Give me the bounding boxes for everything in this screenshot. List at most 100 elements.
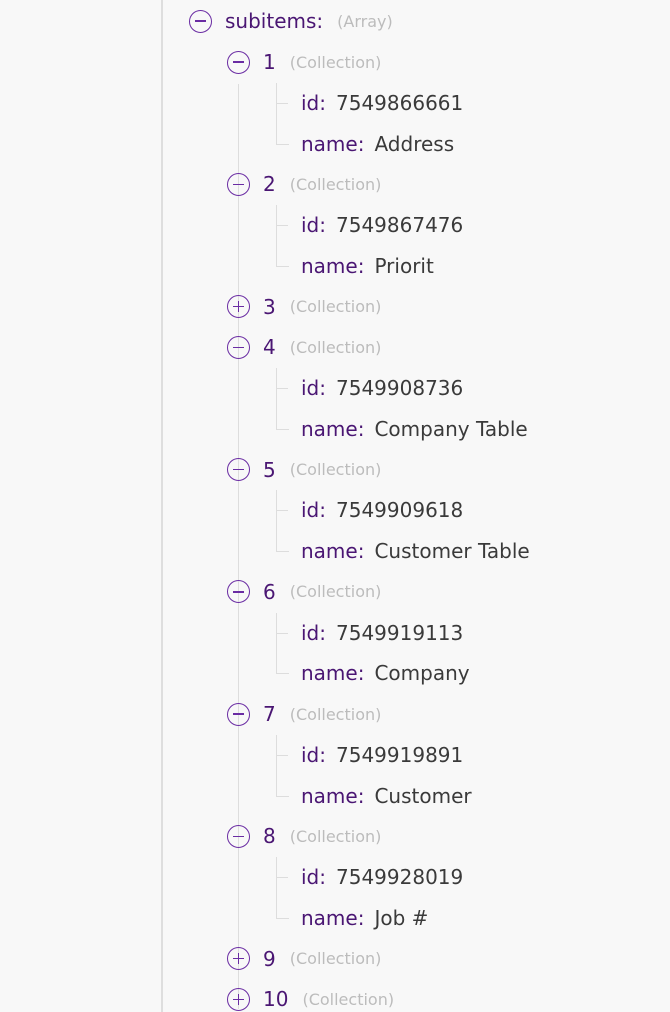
leaf-value-id: 7549919891 [336, 742, 464, 767]
tree-node-item-9[interactable]: 9 (Collection) [227, 945, 381, 973]
leaf-value-name: Company [374, 661, 470, 686]
leaf-key-name: name: [301, 661, 365, 686]
leaf-row-id: id: 7549867476 [301, 211, 463, 239]
collapse-icon[interactable] [227, 824, 250, 848]
node-index: 3 [263, 294, 276, 319]
leaf-key-id: id: [301, 865, 326, 889]
node-index: 4 [263, 335, 276, 360]
leaf-value-name: Address [374, 131, 455, 156]
node-index: 1 [263, 50, 276, 74]
leaf-key-name: name: [301, 253, 365, 278]
expand-icon[interactable] [227, 987, 250, 1011]
leaf-row-name: name: Customer Table [301, 537, 530, 565]
tree-guide-tick [276, 102, 288, 104]
leaf-key-name: name: [301, 131, 365, 156]
tree-node-item-3[interactable]: 3 (Collection) [227, 293, 381, 321]
leaf-value-name: Customer Table [374, 539, 530, 563]
leaf-key-name: name: [301, 783, 365, 808]
leaf-value-name: Job # [374, 905, 429, 930]
node-type-hint: (Collection) [289, 826, 382, 846]
node-type-hint: (Array) [337, 11, 393, 31]
collapse-icon[interactable] [227, 50, 250, 74]
node-key: subitems: [225, 9, 324, 33]
leaf-value-id: 7549866661 [336, 90, 464, 115]
tree-guide-elbow [276, 734, 289, 797]
collapse-icon[interactable] [227, 458, 250, 481]
tree-node-item-2[interactable]: 2 (Collection) [227, 170, 381, 198]
leaf-row-name: name: Company [301, 659, 470, 687]
node-index: 10 [263, 987, 289, 1012]
node-index: 8 [263, 824, 276, 849]
node-type-hint: (Collection) [289, 297, 382, 316]
panel-divider [161, 0, 163, 1012]
leaf-row-id: id:7549866661 [301, 89, 463, 117]
leaf-key-id: id: [301, 742, 326, 767]
tree-node-item-8[interactable]: 8 (Collection) [227, 822, 381, 850]
leaf-row-name: name: Address [301, 130, 454, 158]
node-index: 6 [263, 579, 276, 604]
node-type-hint: (Collection) [289, 582, 382, 602]
leaf-row-name: name: Priorit [301, 252, 434, 280]
leaf-key-name: name: [301, 539, 365, 563]
node-type-hint: (Collection) [289, 337, 382, 357]
node-type-hint: (Collection) [289, 174, 382, 194]
node-type-hint: (Collection) [302, 989, 395, 1009]
node-index: 9 [263, 946, 276, 971]
leaf-key-name: name: [301, 905, 365, 930]
node-index: 2 [263, 172, 276, 197]
leaf-key-id: id: [301, 213, 326, 237]
tree-guide-tick [276, 510, 288, 512]
leaf-key-id: id: [301, 376, 326, 400]
leaf-value-name: Company Table [374, 416, 528, 441]
leaf-key-id: id: [301, 620, 326, 645]
tree-node-item-7[interactable]: 7(Collection) [227, 700, 381, 728]
expand-icon[interactable] [227, 947, 250, 970]
tree-node-item-5[interactable]: 5 (Collection) [227, 456, 381, 484]
node-type-hint: (Collection) [289, 460, 382, 479]
collapse-icon[interactable] [227, 172, 250, 196]
tree-node-item-10[interactable]: 10 (Collection) [227, 985, 394, 1012]
leaf-value-id: 7549928019 [336, 865, 464, 889]
leaf-row-id: id: 7549908736 [301, 374, 463, 402]
leaf-value-id: 7549919113 [336, 620, 464, 645]
leaf-key-id: id: [301, 498, 326, 523]
tree-guide-tick [276, 388, 288, 389]
node-type-hint: (Collection) [289, 704, 382, 724]
tree-node-item-4[interactable]: 4 (Collection) [227, 333, 381, 361]
leaf-row-id: id: 7549919113 [301, 619, 463, 647]
leaf-value-name: Priorit [374, 253, 434, 278]
collapse-icon[interactable] [227, 580, 250, 604]
tree-guide-root [238, 84, 239, 1010]
tree-node-item-6[interactable]: 6 (Collection) [227, 578, 381, 606]
tree-guide-elbow [276, 857, 289, 919]
tree-guide-tick [276, 754, 288, 756]
tree-guide-elbow [276, 612, 289, 675]
tree-guide-tick [276, 225, 288, 226]
leaf-row-name: name:Company Table [301, 415, 528, 443]
tree-node-subitems[interactable]: subitems: (Array) [189, 7, 393, 35]
tree-guide-elbow [276, 490, 289, 552]
tree-guide-tick [276, 877, 288, 878]
leaf-row-name: name: Customer [301, 782, 472, 810]
leaf-row-id: id: 7549919891 [301, 741, 463, 769]
tree-guide-elbow [276, 368, 289, 430]
leaf-value-id: 7549867476 [336, 213, 464, 237]
leaf-value-name: Customer [374, 783, 472, 808]
node-type-hint: (Collection) [289, 949, 382, 968]
leaf-row-id: id: 7549928019 [301, 863, 463, 891]
node-index: 5 [263, 457, 276, 482]
leaf-row-name: name: Job # [301, 904, 428, 932]
leaf-value-id: 7549908736 [336, 376, 464, 400]
collapse-icon[interactable] [227, 702, 250, 726]
tree-guide-elbow [276, 82, 289, 145]
node-type-hint: (Collection) [289, 52, 382, 72]
leaf-value-id: 7549909618 [336, 498, 464, 523]
collapse-icon[interactable] [227, 335, 250, 359]
collapse-icon[interactable] [189, 9, 212, 33]
leaf-row-id: id: 7549909618 [301, 496, 463, 524]
tree-guide-elbow [276, 205, 289, 267]
tree-guide-tick [276, 632, 288, 634]
tree-node-item-1[interactable]: 1 (Collection) [227, 48, 381, 76]
expand-icon[interactable] [227, 295, 250, 318]
